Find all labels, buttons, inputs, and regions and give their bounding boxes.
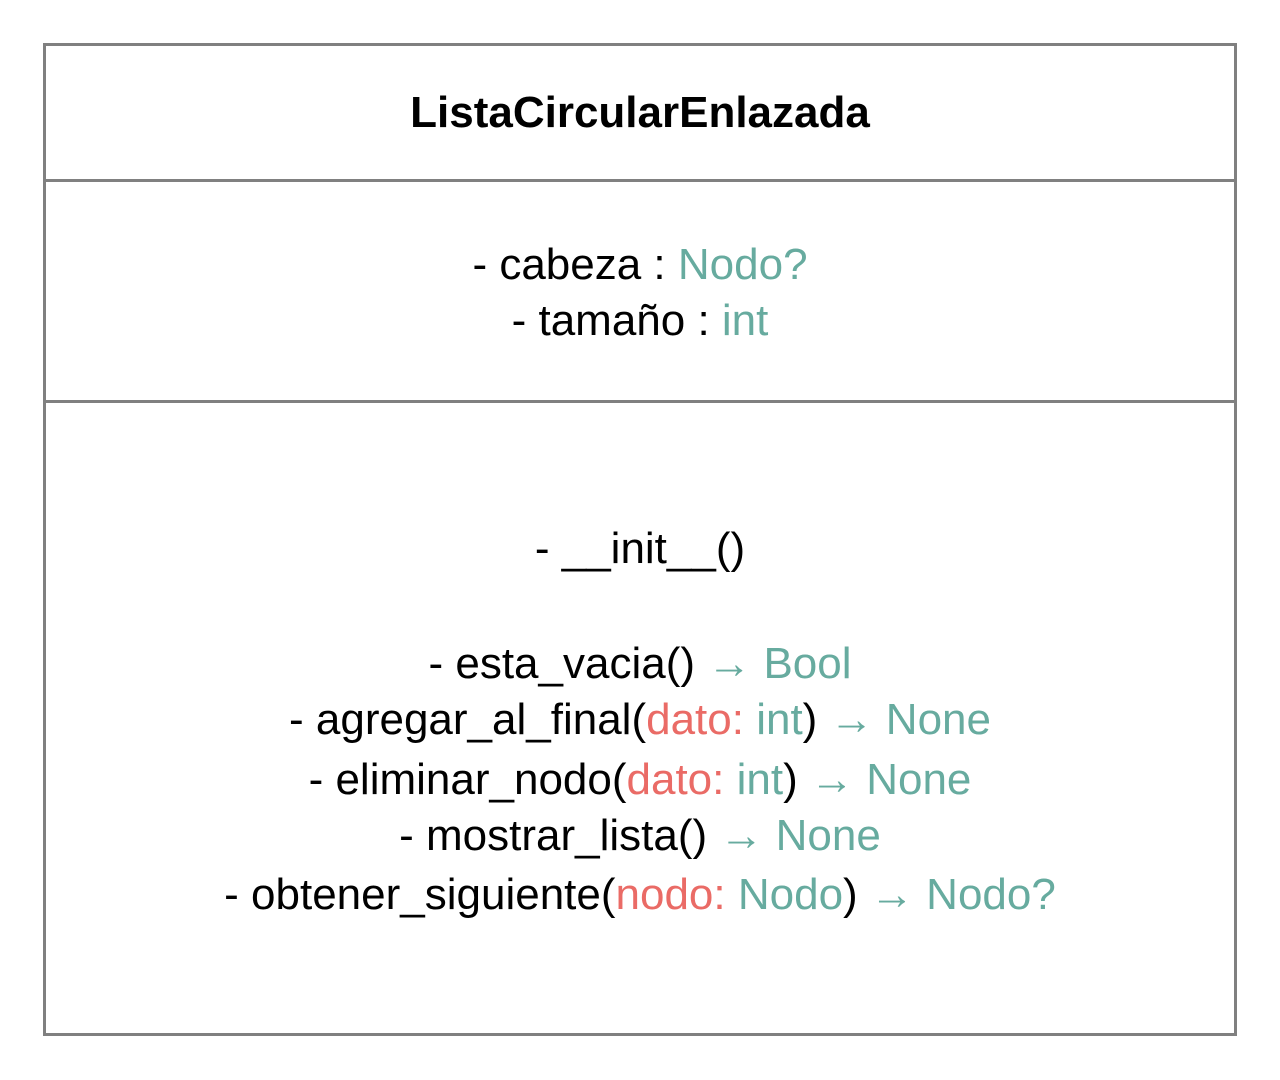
method-signature: - eliminar_nodo(	[308, 755, 627, 804]
method-param: dato:	[626, 755, 725, 804]
method-signature: - esta_vacia()	[428, 639, 708, 688]
method-return: → None	[809, 755, 972, 804]
method-close: )	[783, 755, 810, 804]
method-return: → None	[829, 695, 991, 744]
method-agregar-al-final: - agregar_al_final(dato: int) → None	[46, 692, 1234, 748]
method-signature: - mostrar_lista()	[399, 811, 720, 860]
method-close: )	[802, 695, 830, 744]
method-eliminar-nodo: - eliminar_nodo(dato: int) → None	[46, 752, 1234, 808]
attribute-type: int	[721, 296, 769, 345]
method-signature: - obtener_siguiente(	[224, 870, 616, 919]
method-close: )	[843, 870, 870, 919]
method-signature: - __init__()	[534, 524, 746, 573]
method-param-type: Nodo	[725, 870, 844, 919]
attribute-name: - cabeza :	[472, 240, 678, 289]
method-return: → None	[719, 811, 881, 860]
method-return: → Bool	[707, 639, 852, 688]
method-signature: - agregar_al_final(	[289, 695, 647, 744]
method-init: - __init__()	[46, 521, 1234, 577]
method-param-type: int	[724, 755, 784, 804]
method-esta-vacia: - esta_vacia() → Bool	[46, 636, 1234, 692]
uml-class-box: ListaCircularEnlazada - cabeza : Nodo? -…	[43, 43, 1237, 1036]
attributes-section: - cabeza : Nodo? - tamaño : int	[46, 182, 1234, 403]
attribute-type: Nodo?	[677, 240, 808, 289]
attribute-tamano: - tamaño : int	[46, 293, 1234, 349]
methods-section: - __init__() - esta_vacia() → Bool - agr…	[46, 403, 1234, 1033]
method-obtener-siguiente: - obtener_siguiente(nodo: Nodo) → Nodo?	[46, 867, 1234, 923]
method-return: → Nodo?	[869, 870, 1056, 919]
method-param: nodo:	[615, 870, 726, 919]
method-mostrar-lista: - mostrar_lista() → None	[46, 808, 1234, 864]
attribute-cabeza: - cabeza : Nodo?	[46, 237, 1234, 293]
class-name: ListaCircularEnlazada	[410, 88, 870, 137]
method-param-type: int	[743, 695, 803, 744]
method-param: dato:	[646, 695, 744, 744]
class-name-section: ListaCircularEnlazada	[46, 46, 1234, 182]
attribute-name: - tamaño :	[511, 296, 722, 345]
